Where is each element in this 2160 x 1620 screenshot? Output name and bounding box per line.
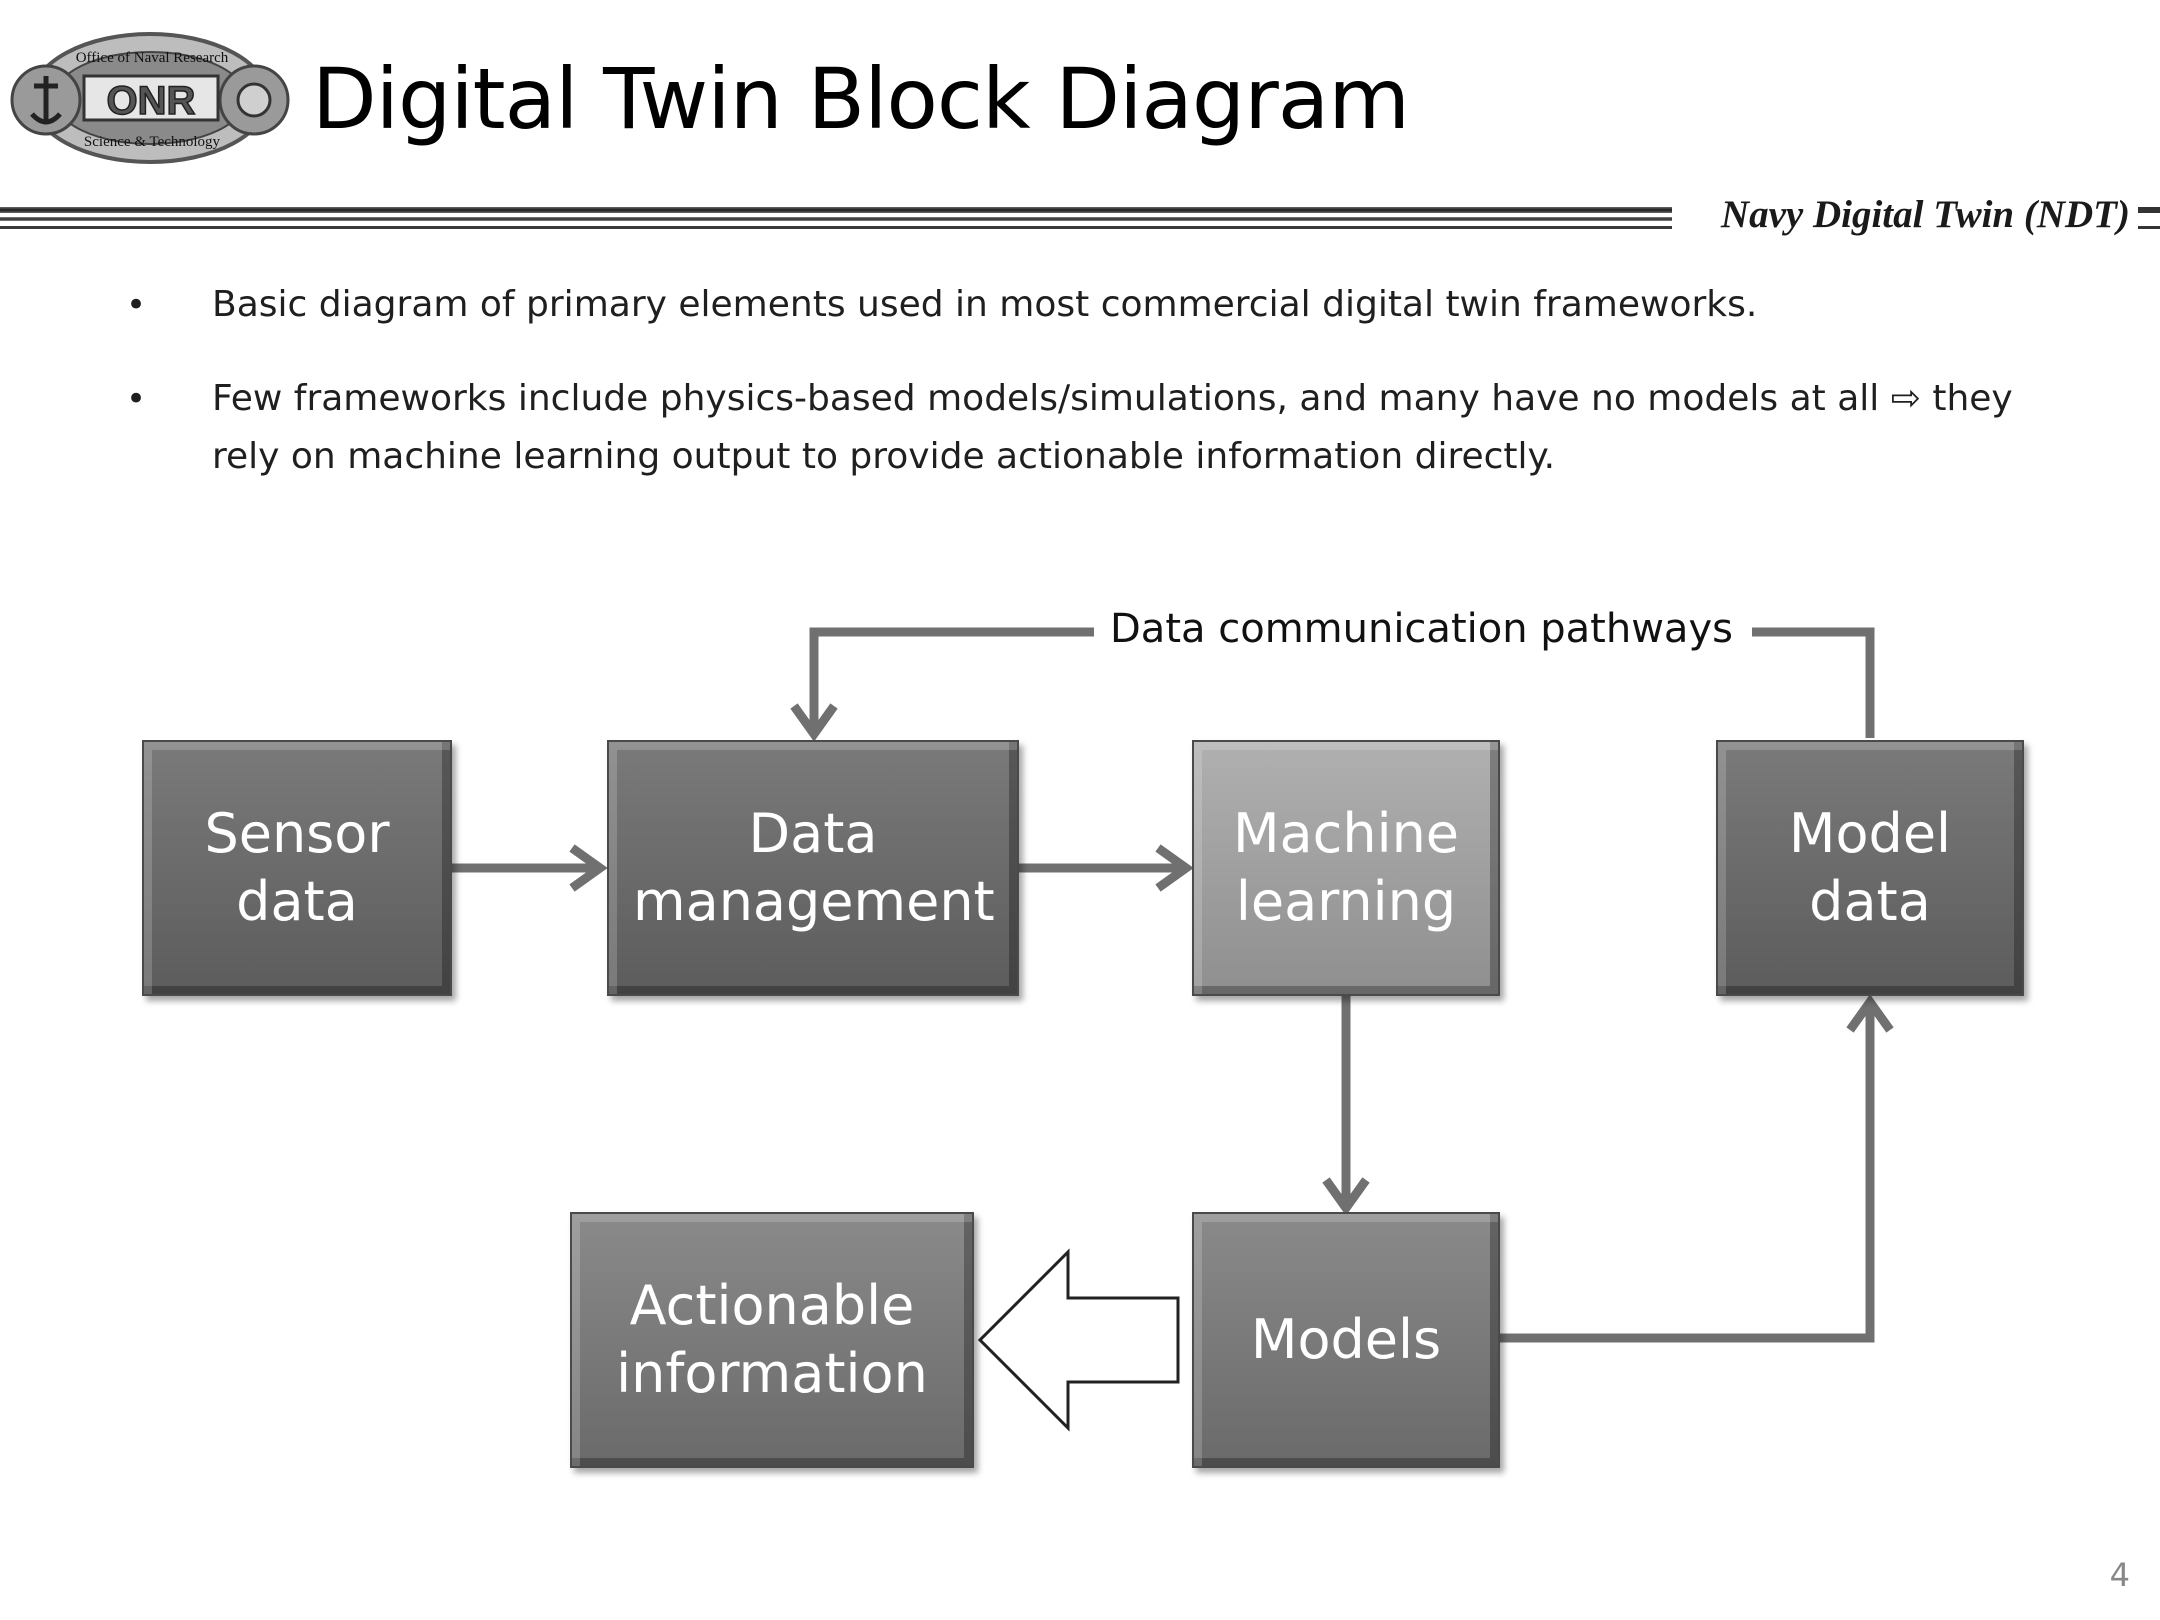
bullet-dot-icon: • [126,285,147,325]
logo-text-top: Office of Naval Research [76,50,229,66]
node-actionable-information: Actionable information [570,1212,974,1468]
arrowhead-icon [790,703,838,742]
arrow-models-to-model-data [1500,1006,1875,1343]
page-title: Digital Twin Block Diagram [312,50,1410,148]
header-rule-end [2138,207,2160,213]
header-subtitle: Navy Digital Twin (NDT) [1720,193,2130,236]
block-arrow-left-icon [977,1248,1180,1432]
arrowhead-icon [569,844,608,892]
arrowhead-icon [1155,844,1194,892]
node-label: Sensor data [204,802,390,933]
header-rule-end [2138,226,2160,229]
bullet-list: • Basic diagram of primary elements used… [126,276,2086,522]
logo-letters: ONR [107,79,196,123]
bullet-item: • Basic diagram of primary elements used… [126,276,2086,334]
header-rule [0,207,1672,213]
pathway-label: Data communication pathways [1110,606,1733,652]
node-data-management: Data management [607,740,1019,996]
arrowhead-icon [1846,994,1894,1033]
bullet-text: Few frameworks include physics-based mod… [212,378,2013,477]
onr-logo: ONR Office of Naval Research Science & T… [10,32,290,164]
node-label: Machine learning [1232,802,1460,933]
arrowhead-icon [1322,1177,1370,1216]
pathway-right-segment [1752,627,1875,738]
header-rule [0,217,1672,221]
bullet-dot-icon: • [126,379,147,419]
node-label: Model data [1788,802,1952,933]
bullet-text: Basic diagram of primary elements used i… [212,284,1758,325]
logo-text-bottom: Science & Technology [84,134,221,150]
node-models: Models [1192,1212,1500,1468]
node-machine-learning: Machine learning [1192,740,1500,996]
node-model-data: Model data [1716,740,2024,996]
bullet-item: • Few frameworks include physics-based m… [126,370,2086,486]
node-sensor-data: Sensor data [142,740,452,996]
pathway-left-segment [809,627,1094,732]
page-number: 4 [2109,1556,2130,1594]
node-label: Models [1250,1308,1442,1371]
header-rule [0,226,1672,229]
node-label: Data management [633,802,995,933]
node-label: Actionable information [616,1274,928,1405]
